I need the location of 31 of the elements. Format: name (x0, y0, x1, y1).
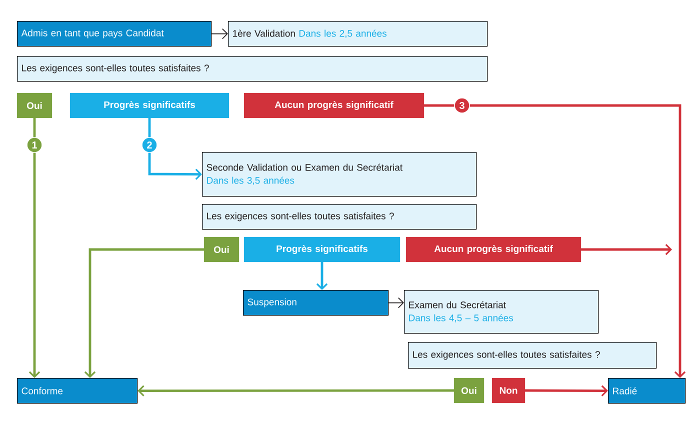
arrow (28, 118, 40, 378)
arrow (388, 297, 404, 308)
info-box: 1ère Validation Dans les 2,5 années (228, 21, 488, 47)
answer-tag: Progrès significatifs (70, 92, 230, 118)
info-box: Les exigences sont-elles toutes satisfaites ? (408, 342, 657, 369)
step-number: 2 (142, 137, 158, 153)
arrow (148, 118, 202, 180)
arrow (525, 385, 608, 396)
step-number: 3 (454, 98, 470, 114)
answer-tag: Oui (16, 92, 52, 118)
step-number: 1 (26, 137, 42, 153)
arrow (581, 244, 672, 256)
info-box: Admis en tant que pays Candidat (17, 21, 212, 47)
arrow (316, 262, 328, 290)
answer-tag: Oui (204, 236, 240, 262)
info-box: Suspension (243, 290, 389, 316)
info-box: Les exigences sont-elles toutes satisfaites ? (202, 204, 477, 230)
answer-tag: Oui (454, 378, 484, 404)
info-box: Les exigences sont-elles toutes satisfaites ? (17, 56, 488, 82)
info-box: Examen du Secrétariat Dans les 4,5 – 5 années (404, 290, 599, 334)
arrow (211, 28, 228, 40)
info-box: Conforme (17, 378, 138, 404)
info-box: Seconde Validation ou Examen du Secrétariat Dans les 3,5 années (202, 152, 477, 197)
info-box: Radié (608, 378, 686, 404)
answer-tag: Aucun progrès significatif (244, 92, 424, 118)
answer-tag: Progrès significatifs (244, 236, 400, 262)
answer-tag: Aucun progrès significatif (406, 236, 582, 262)
arrow (84, 248, 204, 378)
arrow (138, 385, 454, 396)
answer-tag: Non (492, 378, 526, 404)
arrow (424, 104, 686, 378)
